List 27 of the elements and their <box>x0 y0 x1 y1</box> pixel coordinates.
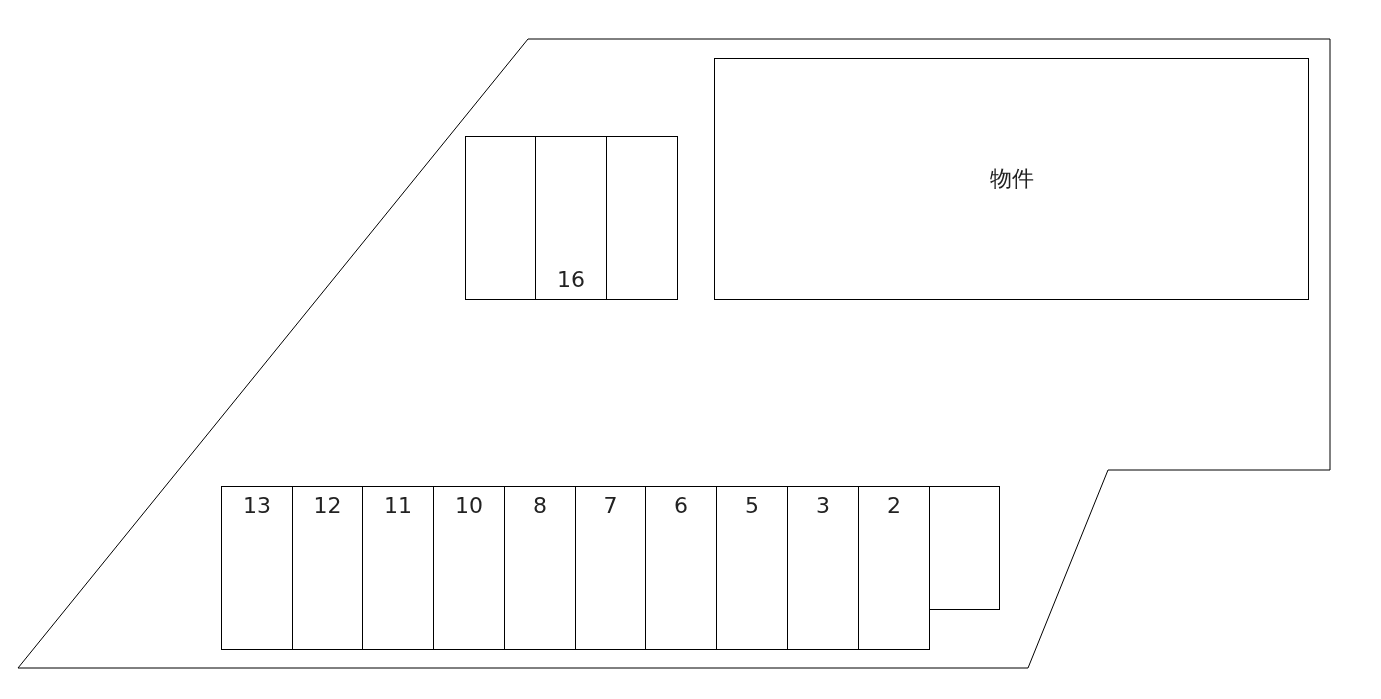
space-number: 10 <box>454 493 484 519</box>
parking-space <box>645 486 717 650</box>
building-label: 物件 <box>988 166 1035 192</box>
parking-space <box>929 486 1000 610</box>
space-number: 2 <box>886 493 902 519</box>
space-number: 3 <box>815 493 831 519</box>
space-number: 8 <box>532 493 548 519</box>
space-number: 12 <box>312 493 343 519</box>
space-number: 11 <box>383 493 413 519</box>
parking-space <box>292 486 363 650</box>
parking-space <box>606 136 678 300</box>
parking-space <box>858 486 930 650</box>
parking-space <box>716 486 788 650</box>
parking-space <box>465 136 536 300</box>
parking-space <box>504 486 576 650</box>
building-box <box>714 58 1309 300</box>
parking-space <box>575 486 646 650</box>
parking-space <box>362 486 434 650</box>
parking-space <box>787 486 859 650</box>
parking-space <box>535 136 607 300</box>
space-number: 13 <box>242 493 272 519</box>
space-number: 6 <box>673 493 689 519</box>
parking-space <box>433 486 505 650</box>
space-number: 5 <box>744 493 760 519</box>
space-number: 16 <box>556 267 586 293</box>
parking-space <box>221 486 293 650</box>
space-number: 7 <box>602 493 619 519</box>
